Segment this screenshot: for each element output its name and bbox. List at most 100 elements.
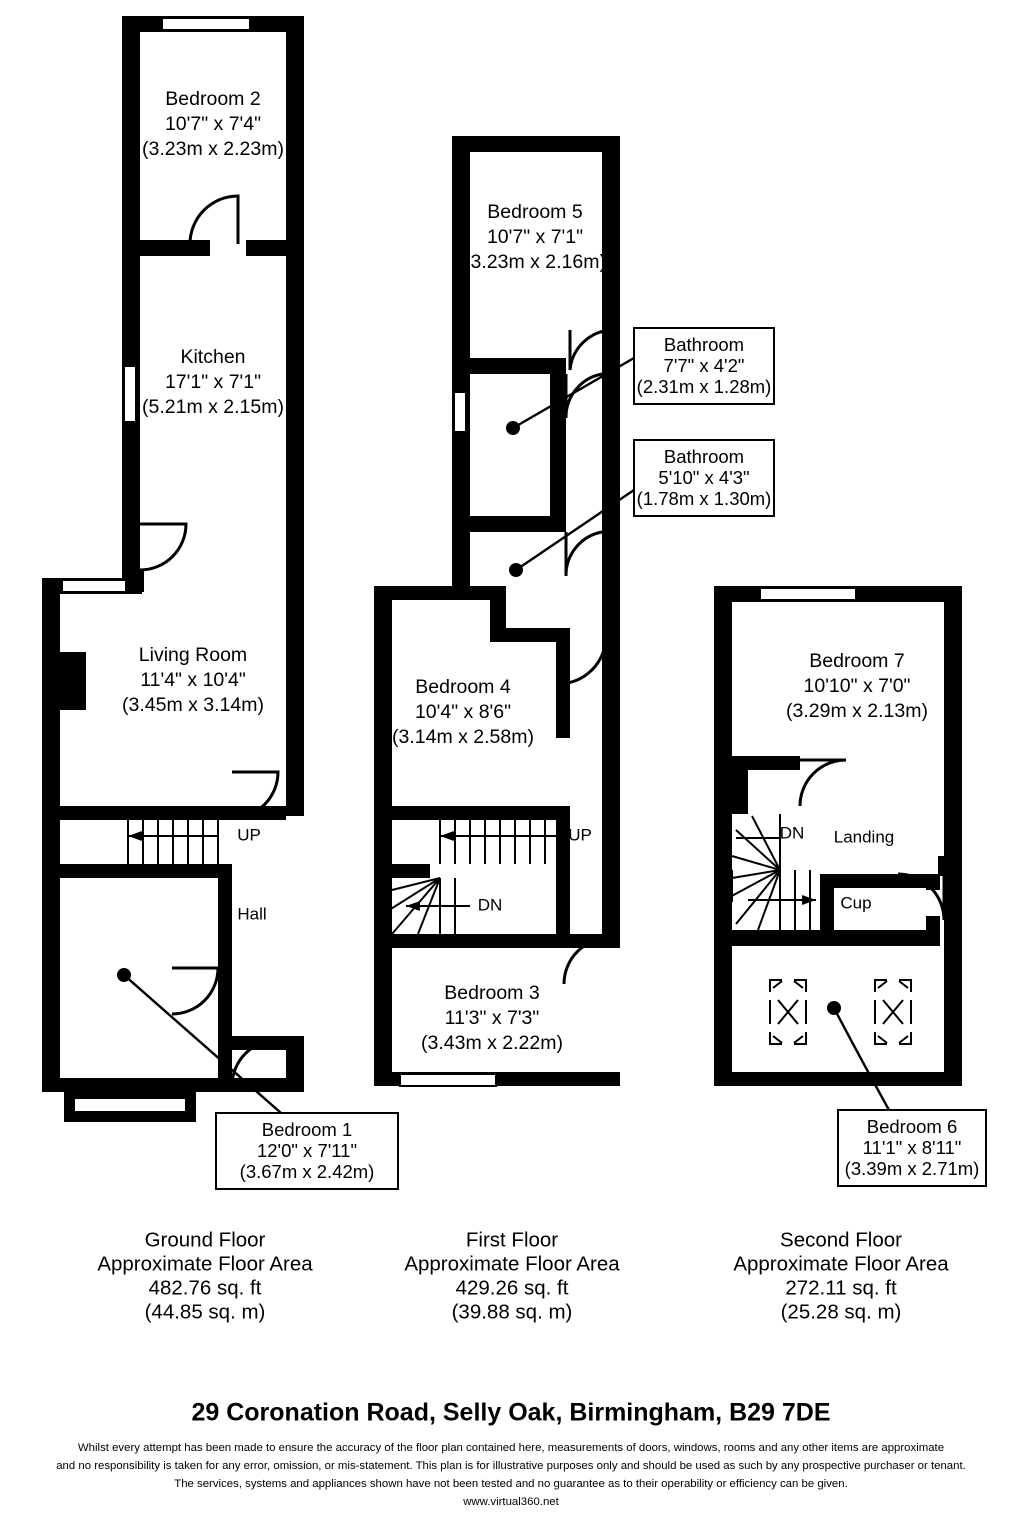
- svg-text:The services, systems and appl: The services, systems and appliances sho…: [174, 1478, 848, 1490]
- svg-text:Bedroom 4: Bedroom 4: [415, 676, 511, 698]
- svg-text:(25.28 sq. m): (25.28 sq. m): [781, 1300, 902, 1323]
- ff-staircase-up: [439, 820, 556, 864]
- sf-wall-cup-right-b: [926, 916, 940, 946]
- svg-text:Bedroom 5: Bedroom 5: [487, 201, 583, 223]
- second-floor-plan: DN Landing Cup Bedroom 7: [714, 586, 987, 1187]
- gf-wall-right-upper: [286, 16, 304, 816]
- sf-staircase-winder: [727, 814, 816, 931]
- svg-text:7'7" x 4'2": 7'7" x 4'2": [664, 355, 745, 376]
- svg-text:(5.21m x 2.15m): (5.21m x 2.15m): [142, 396, 284, 418]
- svg-text:Bedroom 2: Bedroom 2: [165, 88, 260, 110]
- gf-staircase: [127, 820, 219, 864]
- svg-text:Approximate Floor Area: Approximate Floor Area: [733, 1252, 949, 1275]
- provider-url: www.virtual360.net: [462, 1496, 559, 1508]
- svg-text:10'7" x 7'1": 10'7" x 7'1": [487, 226, 583, 248]
- svg-text:(3.45m x 3.14m): (3.45m x 3.14m): [122, 694, 264, 716]
- ff-wall-bath2-right: [550, 460, 566, 532]
- ff-wall-b5-bath: [470, 358, 566, 374]
- disclaimer: Whilst every attempt has been made to en…: [56, 1442, 966, 1508]
- sf-wall-bottom: [714, 1072, 962, 1086]
- svg-text:Approximate Floor Area: Approximate Floor Area: [404, 1252, 620, 1275]
- ff-door-bedroom4: [556, 635, 608, 686]
- gf-window-living-top: [61, 579, 127, 593]
- svg-text:Kitchen: Kitchen: [180, 346, 245, 368]
- svg-text:Second Floor: Second Floor: [780, 1228, 902, 1251]
- gf-window-kitchen: [123, 365, 137, 423]
- ff-stairs-dn-label: DN: [478, 895, 503, 914]
- ff-label-bedroom3: Bedroom 3 11'3" x 7'3" (3.43m x 2.22m): [421, 982, 563, 1054]
- ff-wall-top: [452, 136, 620, 152]
- ff-wall-left-upper: [452, 136, 470, 586]
- svg-text:Whilst every attempt has been: Whilst every attempt has been made to en…: [78, 1442, 944, 1454]
- callout-bedroom6: Bedroom 6 11'1" x 8'11" (3.39m x 2.71m): [837, 1109, 987, 1187]
- ff-door-bedroom3: [562, 936, 611, 985]
- sf-window-top: [759, 587, 857, 601]
- svg-text:(2.31m x 1.28m): (2.31m x 1.28m): [637, 376, 772, 397]
- callout-bathroom-upper: Bathroom 7'7" x 4'2" (2.31m x 1.28m): [633, 327, 775, 405]
- ff-door-bathroom-lower: [564, 530, 603, 577]
- ff-window-bathroom: [453, 391, 467, 433]
- svg-text:(3.23m x 2.23m): (3.23m x 2.23m): [142, 138, 284, 160]
- floor-area-summaries: Ground Floor Approximate Floor Area 482.…: [97, 1228, 949, 1323]
- ff-window-bottom: [399, 1073, 497, 1087]
- gf-wall-b2-kitchen-b: [246, 240, 286, 256]
- gf-door-hall-bedroom1: [171, 966, 220, 1016]
- svg-text:Bedroom 3: Bedroom 3: [444, 982, 539, 1004]
- gf-wall-living-hall: [56, 806, 286, 820]
- svg-text:(3.29m x 2.13m): (3.29m x 2.13m): [786, 700, 928, 722]
- gf-wall-b2-kitchen-a: [140, 240, 210, 256]
- ff-wall-left-lower: [374, 586, 392, 1086]
- sf-wall-cup-right-a: [926, 874, 940, 890]
- gf-stairs-up-label: UP: [237, 825, 261, 844]
- gf-wall-hall-right: [218, 864, 232, 1092]
- sf-leader-line-bedroom6: [832, 1007, 891, 1111]
- svg-text:(3.67m x 2.42m): (3.67m x 2.42m): [240, 1161, 375, 1182]
- ff-wall-stair-mid: [374, 864, 430, 878]
- svg-text:10'7" x 7'4": 10'7" x 7'4": [165, 113, 261, 135]
- sf-label-landing: Landing: [834, 827, 895, 846]
- sf-wall-stair-bottom: [732, 930, 824, 946]
- svg-text:Living Room: Living Room: [139, 644, 247, 666]
- property-address-title: 29 Coronation Road, Selly Oak, Birmingha…: [191, 1399, 830, 1427]
- gf-label-kitchen: Kitchen 17'1" x 7'1" (5.21m x 2.15m): [142, 346, 284, 418]
- sf-stairs-dn-label: DN: [780, 823, 805, 842]
- gf-label-hall: Hall: [237, 904, 266, 923]
- callout-bathroom-lower: Bathroom 5'10" x 4'3" (1.78m x 1.30m): [633, 439, 775, 517]
- svg-text:(3.43m x 2.22m): (3.43m x 2.22m): [421, 1032, 563, 1054]
- ff-leader-line-bathroom-lower: [515, 489, 635, 571]
- ff-leader-line-bathroom-upper: [512, 356, 635, 430]
- ff-wall-b4-top: [374, 586, 506, 600]
- sf-skylight-left-icon: [769, 979, 807, 1045]
- svg-text:11'1" x 8'11": 11'1" x 8'11": [863, 1137, 962, 1158]
- gf-wall-stair-bottom: [56, 864, 232, 878]
- svg-text:5'10" x 4'3": 5'10" x 4'3": [658, 467, 749, 488]
- gf-door-hall-top: [231, 770, 280, 820]
- ff-wall-stair-top: [374, 806, 570, 820]
- svg-text:First Floor: First Floor: [466, 1228, 558, 1251]
- svg-text:482.76 sq. ft: 482.76 sq. ft: [149, 1276, 262, 1299]
- ff-wall-bath2-top: [470, 516, 566, 532]
- svg-text:Bedroom 7: Bedroom 7: [809, 650, 904, 672]
- gf-wall-left-living-a: [42, 578, 60, 660]
- area-summary-first: First Floor Approximate Floor Area 429.2…: [404, 1228, 620, 1323]
- svg-text:429.26 sq. ft: 429.26 sq. ft: [456, 1276, 569, 1299]
- svg-text:Ground Floor: Ground Floor: [145, 1228, 266, 1251]
- svg-text:Bedroom 1: Bedroom 1: [262, 1119, 353, 1140]
- svg-text:17'1" x 7'1": 17'1" x 7'1": [165, 371, 261, 393]
- svg-text:and no responsibility is taken: and no responsibility is taken for any e…: [56, 1460, 966, 1472]
- ff-staircase-dn: [385, 877, 470, 935]
- gf-door-kitchen: [139, 522, 188, 572]
- svg-text:(39.88 sq. m): (39.88 sq. m): [452, 1300, 573, 1323]
- svg-text:Approximate Floor Area: Approximate Floor Area: [97, 1252, 313, 1275]
- gf-wall-right-lower: [286, 1036, 304, 1092]
- svg-text:(1.78m x 1.30m): (1.78m x 1.30m): [637, 488, 772, 509]
- sf-label-cupboard: Cup: [840, 893, 871, 912]
- sf-wall-cup-left: [820, 874, 834, 934]
- area-summary-ground: Ground Floor Approximate Floor Area 482.…: [97, 1228, 313, 1323]
- svg-text:Bathroom: Bathroom: [664, 446, 744, 467]
- svg-text:(3.14m x 2.58m): (3.14m x 2.58m): [392, 726, 534, 748]
- sf-skylight-right-icon: [874, 979, 912, 1045]
- svg-text:(3.39m x 2.71m): (3.39m x 2.71m): [845, 1158, 980, 1179]
- sf-wall-b7-divider: [732, 756, 800, 770]
- ff-label-bedroom4: Bedroom 4 10'4" x 8'6" (3.14m x 2.58m): [392, 676, 534, 748]
